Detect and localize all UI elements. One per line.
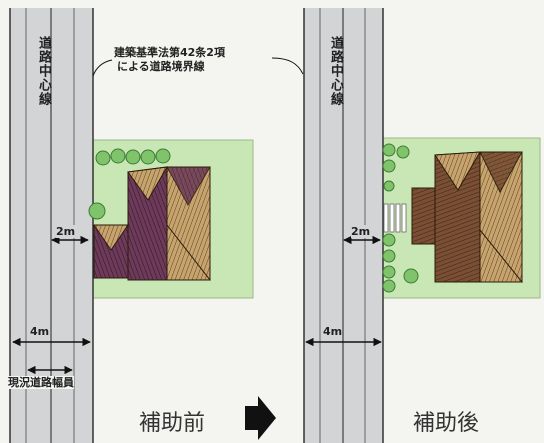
center-line-label-before: 道路中心線 — [36, 36, 51, 106]
center-line-label-after: 道路中心線 — [328, 36, 343, 106]
gate-after — [383, 203, 407, 233]
caption-before: 補助前 — [139, 411, 206, 436]
house-after — [411, 151, 524, 283]
current-road-width-label: 現況道路幅員 — [8, 376, 74, 389]
callout-lines — [92, 57, 304, 77]
arrow-right-icon — [245, 396, 276, 440]
road-width-label-before: 4m — [30, 325, 50, 338]
trees-after — [382, 143, 419, 293]
caption-after: 補助後 — [413, 411, 480, 436]
dimensions — [12, 235, 382, 375]
setback-label-after: 2m — [351, 225, 371, 238]
setback-label-before: 2m — [56, 225, 76, 238]
trees-before — [88, 148, 171, 220]
road-width-label-after: 4m — [323, 325, 343, 338]
boundary-line-label-1: 建築基準法第42条2項 — [114, 46, 225, 59]
house-before — [93, 166, 212, 281]
boundary-line-label-2: による道路境界線 — [117, 60, 205, 73]
